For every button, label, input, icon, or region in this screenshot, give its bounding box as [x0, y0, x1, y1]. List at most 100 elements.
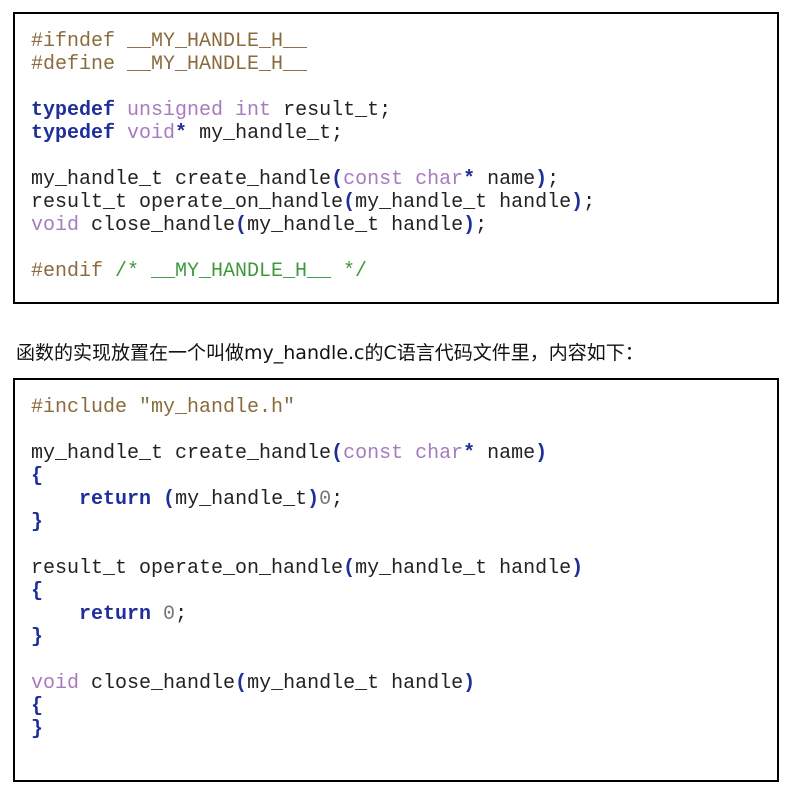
code-token: [151, 603, 163, 626]
code-line: void close_handle(my_handle_t handle);: [31, 214, 595, 237]
code-token: }: [31, 626, 44, 649]
code-token: close_handle: [79, 214, 236, 237]
code-token: "my_handle.h": [139, 396, 296, 419]
code-token: unsigned int: [127, 99, 272, 122]
code-token: /* __MY_HANDLE_H__ */: [115, 260, 368, 283]
code-token: ): [535, 168, 548, 191]
code-line: my_handle_t create_handle(const char* na…: [31, 168, 595, 191]
code-token: #define: [31, 53, 128, 76]
code-token: (: [235, 214, 248, 237]
code-line: my_handle_t create_handle(const char* na…: [31, 442, 583, 465]
code-line: return 0;: [31, 603, 583, 626]
code-token: ;: [583, 191, 596, 214]
code-token: ;: [175, 603, 188, 626]
code-token: 0: [319, 488, 332, 511]
code-token: ): [463, 214, 476, 237]
caption-text: 函数的实现放置在一个叫做my_handle.c的C语言代码文件里，内容如下：: [16, 342, 644, 364]
header-code-block: #ifndef __MY_HANDLE_H__#define __MY_HAND…: [13, 12, 779, 304]
code-token: __MY_HANDLE_H__: [127, 30, 308, 53]
code-line: {: [31, 580, 583, 603]
code-token: ): [307, 488, 320, 511]
code-token: my_handle_t create_handle: [31, 442, 332, 465]
code-token: ): [463, 672, 476, 695]
code-token: }: [31, 511, 44, 534]
source-code-text: #include "my_handle.h" my_handle_t create…: [31, 396, 583, 741]
code-token: void: [31, 672, 80, 695]
code-token: [31, 603, 79, 626]
code-token: ;: [331, 488, 344, 511]
code-token: my_handle_t: [175, 488, 308, 511]
code-token: {: [31, 465, 44, 488]
code-line: }: [31, 718, 583, 741]
code-token: 0: [163, 603, 176, 626]
code-line: [31, 237, 595, 260]
code-token: my_handle_t handle: [355, 191, 572, 214]
code-token: result_t operate_on_handle: [31, 191, 344, 214]
code-token: ): [535, 442, 548, 465]
code-line: result_t operate_on_handle(my_handle_t h…: [31, 191, 595, 214]
code-token: my_handle_t handle: [247, 214, 464, 237]
code-token: (: [343, 191, 356, 214]
code-token: (: [331, 168, 344, 191]
code-token: my_handle_t;: [187, 122, 344, 145]
code-token: #ifndef: [31, 30, 128, 53]
code-line: result_t operate_on_handle(my_handle_t h…: [31, 557, 583, 580]
code-token: result_t operate_on_handle: [31, 557, 344, 580]
code-token: name: [475, 442, 536, 465]
code-token: result_t;: [271, 99, 392, 122]
code-token: *: [463, 168, 476, 191]
header-code-text: #ifndef __MY_HANDLE_H__#define __MY_HAND…: [31, 30, 595, 283]
code-token: typedef: [31, 99, 116, 122]
code-token: (: [235, 672, 248, 695]
code-line: typedef unsigned int result_t;: [31, 99, 595, 122]
code-token: __MY_HANDLE_H__: [127, 53, 308, 76]
code-token: void: [31, 214, 80, 237]
code-token: ;: [547, 168, 560, 191]
code-token: return: [79, 603, 152, 626]
code-line: #ifndef __MY_HANDLE_H__: [31, 30, 595, 53]
code-token: {: [31, 580, 44, 603]
code-line: [31, 649, 583, 672]
code-token: *: [175, 122, 188, 145]
code-token: ;: [475, 214, 488, 237]
code-token: ): [571, 191, 584, 214]
code-line: #define __MY_HANDLE_H__: [31, 53, 595, 76]
code-token: [31, 488, 79, 511]
code-token: [115, 99, 127, 122]
code-line: void close_handle(my_handle_t handle): [31, 672, 583, 695]
code-line: }: [31, 626, 583, 649]
code-token: #endif: [31, 260, 116, 283]
code-line: return (my_handle_t)0;: [31, 488, 583, 511]
code-line: {: [31, 465, 583, 488]
code-token: return: [79, 488, 152, 511]
code-token: close_handle: [79, 672, 236, 695]
code-line: {: [31, 695, 583, 718]
code-line: [31, 76, 595, 99]
code-token: my_handle_t create_handle: [31, 168, 332, 191]
code-token: (: [331, 442, 344, 465]
code-line: }: [31, 511, 583, 534]
code-token: my_handle_t handle: [355, 557, 572, 580]
code-line: #include "my_handle.h": [31, 396, 583, 419]
code-token: typedef: [31, 122, 116, 145]
code-token: my_handle_t handle: [247, 672, 464, 695]
code-token: void: [127, 122, 176, 145]
code-line: [31, 419, 583, 442]
code-token: }: [31, 718, 44, 741]
code-token: (: [343, 557, 356, 580]
code-token: #include: [31, 396, 140, 419]
code-token: name: [475, 168, 536, 191]
code-line: #endif /* __MY_HANDLE_H__ */: [31, 260, 595, 283]
code-token: ): [571, 557, 584, 580]
code-token: [151, 488, 163, 511]
code-token: (: [163, 488, 176, 511]
code-token: const char: [343, 442, 464, 465]
code-token: {: [31, 695, 44, 718]
source-code-block: #include "my_handle.h" my_handle_t create…: [13, 378, 779, 782]
code-line: typedef void* my_handle_t;: [31, 122, 595, 145]
code-token: [115, 122, 127, 145]
code-token: *: [463, 442, 476, 465]
code-line: [31, 534, 583, 557]
code-token: const char: [343, 168, 464, 191]
code-line: [31, 145, 595, 168]
